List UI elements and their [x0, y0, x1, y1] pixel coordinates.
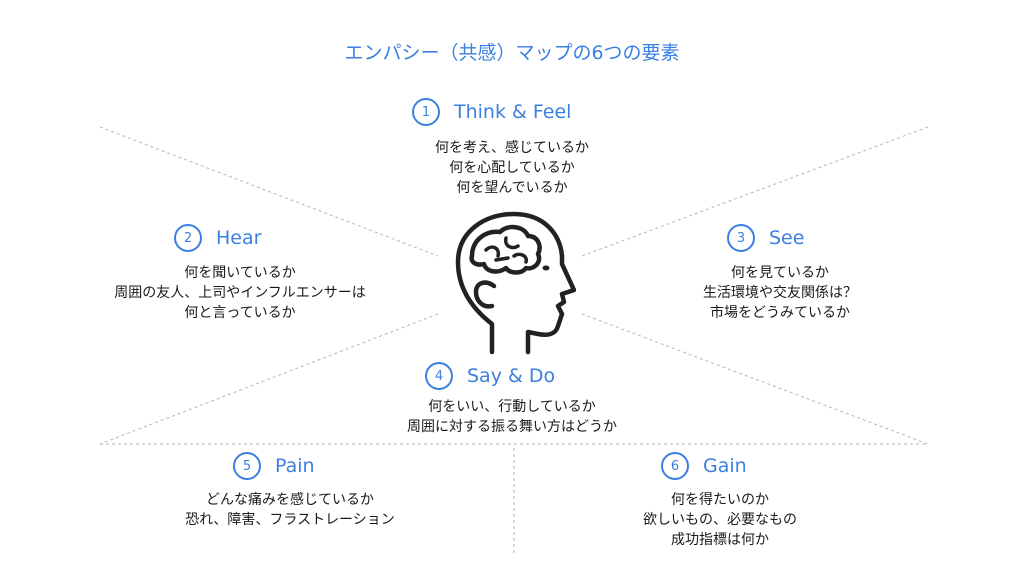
desc-line: 何を望んでいるか: [456, 180, 568, 196]
heading-label-pain: Pain: [275, 455, 315, 477]
heading-label-say-do: Say & Do: [467, 365, 556, 387]
desc-say-do: 何をいい、行動しているか 周囲に対する振る舞い方はどうか: [352, 397, 672, 437]
heading-label-gain: Gain: [703, 455, 747, 477]
heading-label-hear: Hear: [216, 227, 262, 249]
desc-line: 恐れ、障害、フラストレーション: [185, 512, 395, 528]
desc-line: 何を聞いているか: [184, 265, 296, 281]
desc-line: どんな痛みを感じているか: [206, 492, 374, 508]
number-badge-6: 6: [661, 452, 689, 480]
desc-line: 何を心配しているか: [449, 160, 575, 176]
heading-pain: 5 Pain: [233, 452, 315, 480]
desc-line: 何を見ているか: [731, 265, 829, 281]
desc-line: 市場をどうみているか: [710, 305, 850, 321]
desc-line: 何を得たいのか: [671, 492, 769, 508]
divider-bottom-right: [581, 313, 929, 445]
heading-label-think-feel: Think & Feel: [454, 101, 572, 123]
desc-line: 周囲に対する振る舞い方はどうか: [407, 419, 617, 435]
number-badge-5: 5: [233, 452, 261, 480]
heading-say-do: 4 Say & Do: [425, 362, 555, 390]
desc-line: 何と言っているか: [184, 305, 296, 321]
desc-line: 周囲の友人、上司やインフルエンサーは: [114, 285, 366, 301]
desc-line: 欲しいもの、必要なもの: [643, 512, 797, 528]
divider-bottom-left: [99, 313, 439, 445]
desc-hear: 何を聞いているか 周囲の友人、上司やインフルエンサーは 何と言っているか: [80, 263, 400, 323]
desc-think-feel: 何を考え、感じているか 何を心配しているか 何を望んでいるか: [412, 138, 612, 198]
desc-see: 何を見ているか 生活環境や交友関係は？ 市場をどうみているか: [680, 263, 880, 323]
heading-gain: 6 Gain: [661, 452, 747, 480]
divider-top-right: [581, 126, 929, 257]
number-badge-2: 2: [174, 224, 202, 252]
desc-line: 何をいい、行動しているか: [428, 399, 596, 415]
desc-pain: どんな痛みを感じているか 恐れ、障害、フラストレーション: [150, 490, 430, 530]
divider-top-left: [99, 126, 439, 257]
head-with-brain-icon: [455, 211, 576, 355]
page-title: エンパシー（共感）マップの6つの要素: [344, 42, 680, 64]
heading-label-see: See: [769, 227, 805, 249]
desc-line: 成功指標は何か: [671, 532, 769, 548]
heading-see: 3 See: [727, 224, 804, 252]
heading-hear: 2 Hear: [174, 224, 261, 252]
desc-gain: 何を得たいのか 欲しいもの、必要なもの 成功指標は何か: [620, 490, 820, 550]
number-badge-3: 3: [727, 224, 755, 252]
heading-think-feel: 1 Think & Feel: [412, 98, 571, 126]
desc-line: 何を考え、感じているか: [435, 140, 589, 156]
number-badge-4: 4: [425, 362, 453, 390]
desc-line: 生活環境や交友関係は？: [703, 285, 857, 301]
number-badge-1: 1: [412, 98, 440, 126]
